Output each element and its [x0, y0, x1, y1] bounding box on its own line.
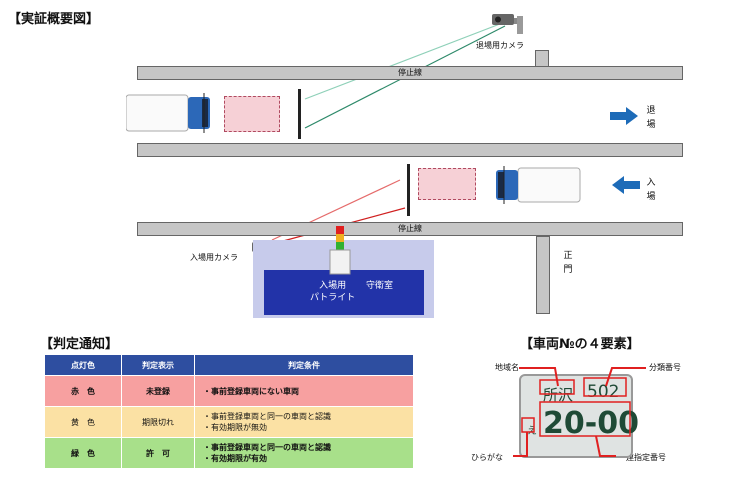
region-highlight — [539, 379, 575, 395]
stop-line-label-upper: 停止線 — [398, 68, 422, 77]
main-gate-pillar — [536, 236, 550, 314]
exit-camera-icon — [492, 10, 532, 42]
region-name-label: 地域名 — [495, 363, 519, 372]
exit-stop-line — [298, 89, 301, 139]
hiragana-label: ひらがな — [471, 453, 503, 462]
header-display: 判定表示 — [121, 354, 195, 376]
condition-item: ・事前登録車両と同一の車両と認識 — [203, 412, 331, 421]
overview-title: 【実証概要図】 — [8, 12, 100, 27]
plate-title: 【車両№の４要素】 — [520, 337, 640, 352]
road-upper-divider — [137, 143, 683, 157]
serial-number-label: 一連指定番号 — [618, 453, 666, 462]
entry-detection-zone — [418, 168, 476, 200]
exit-detection-zone — [224, 96, 280, 132]
table-row-yellow: 黄 色 期限切れ ・事前登録車両と同一の車両と認識 ・有効期限が無効 — [44, 406, 414, 438]
entry-label: 入場 — [646, 178, 656, 202]
row-conditions: ・事前登録車両と同一の車両と認識 ・有効期限が無効 — [194, 406, 414, 438]
condition-item: ・有効期限が無効 — [203, 423, 267, 432]
entry-camera-label: 入場用カメラ — [190, 253, 238, 262]
stop-line-label-lower: 停止線 — [398, 224, 422, 233]
license-plate: 所沢 502 え 20-00 — [519, 374, 639, 458]
patlite-icon — [328, 226, 352, 280]
row-display: 許 可 — [121, 437, 195, 469]
plate-class-text: 502 — [587, 382, 620, 402]
table-row-red: 赤 色 未登録 ・事前登録車両にない車両 — [44, 375, 414, 407]
patlite-label: 入場用 パトライト — [310, 281, 356, 303]
road-upper-edge: 停止線 — [137, 66, 683, 80]
row-display: 未登録 — [121, 375, 195, 407]
class-highlight — [583, 377, 627, 397]
plate-serial-text: 20-00 — [543, 406, 639, 441]
exit-camera-line-upper — [304, 21, 506, 100]
guard-room — [264, 270, 424, 315]
exit-truck — [125, 93, 214, 137]
main-gate-label: 正門 — [563, 251, 573, 275]
exit-camera-label: 退場用カメラ — [476, 41, 524, 50]
condition-item: ・事前登録車両にない車両 — [203, 386, 299, 396]
table-row-green: 緑 色 許 可 ・事前登録車両と同一の車両と認識 ・有効期限が有効 — [44, 437, 414, 469]
region-callout — [519, 367, 559, 387]
judgment-title: 【判定通知】 — [40, 337, 119, 352]
entry-truck — [492, 166, 582, 208]
hiragana-callout — [513, 432, 528, 457]
exit-arrow-icon — [610, 107, 638, 129]
entry-arrow-icon — [612, 176, 640, 198]
road-lower-edge: 停止線 — [137, 222, 683, 236]
class-number-label: 分類番号 — [649, 363, 681, 372]
exit-label: 退場 — [646, 106, 656, 130]
condition-item: ・事前登録車両と同一の車両と認識 — [203, 443, 331, 452]
serial-highlight — [539, 401, 631, 437]
entry-stop-line — [407, 164, 410, 216]
guard-room-label: 守衛室 — [366, 281, 394, 291]
judgment-table: 点灯色 判定表示 判定条件 赤 色 未登録 ・事前登録車両にない車両 黄 色 期… — [44, 354, 414, 469]
serial-callout — [595, 435, 616, 457]
row-color-name: 緑 色 — [44, 437, 122, 469]
hiragana-highlight — [521, 417, 535, 433]
header-conditions: 判定条件 — [194, 354, 414, 376]
class-callout — [605, 367, 646, 387]
row-conditions: ・事前登録車両にない車両 — [194, 375, 414, 407]
condition-item: ・有効期限が有効 — [203, 454, 267, 463]
plate-region-text: 所沢 — [543, 386, 574, 404]
row-conditions: ・事前登録車両と同一の車両と認識 ・有効期限が有効 — [194, 437, 414, 469]
